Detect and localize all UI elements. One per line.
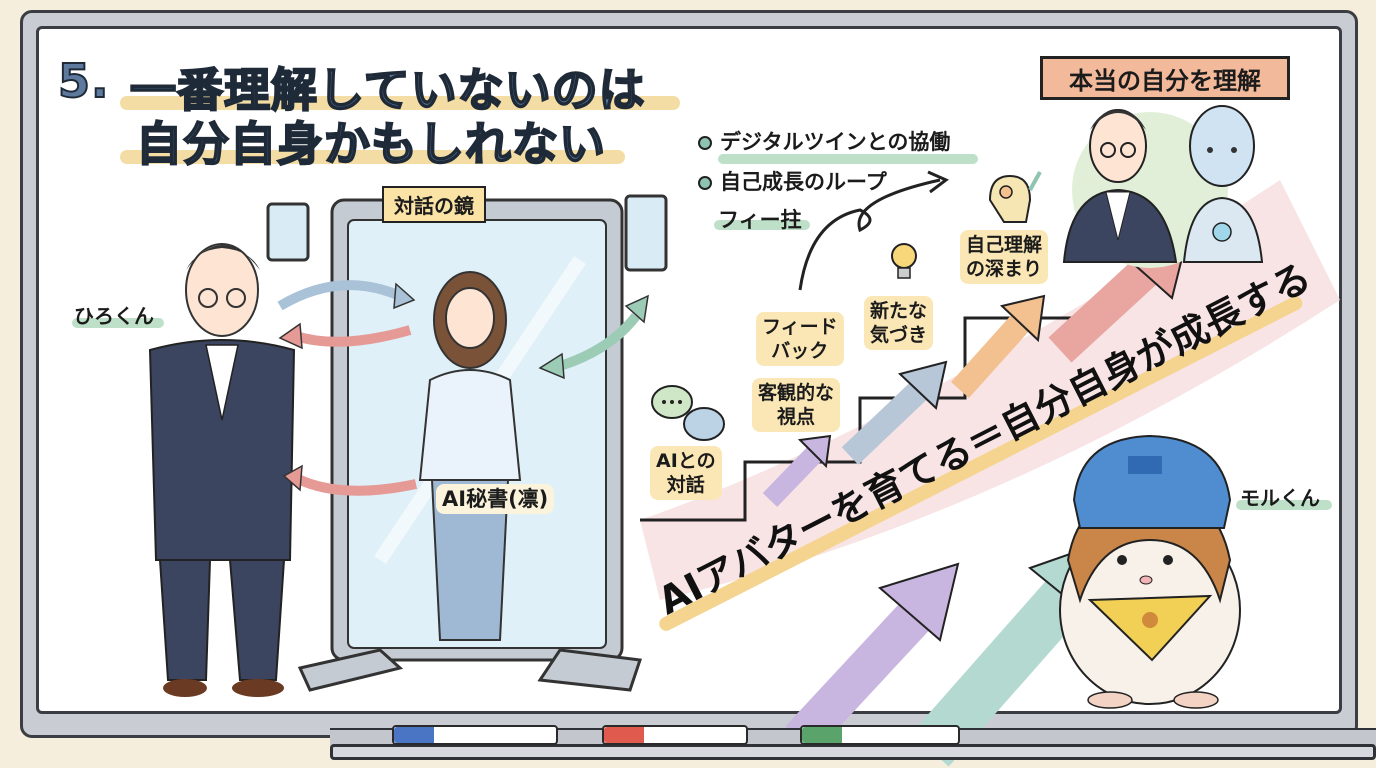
step-deeper-self-understanding: 自己理解 の深まり — [960, 230, 1049, 284]
bullet-1-highlight — [718, 154, 978, 164]
title-highlight-1 — [120, 96, 680, 110]
step-new-awareness: 新たな 気づき — [864, 296, 934, 350]
mascot-label: モルくん — [1240, 486, 1320, 510]
step-objective-view: 客観的な 視点 — [752, 378, 841, 432]
lightbulb-icon — [891, 243, 917, 279]
step-feedback: フィード バック — [756, 312, 844, 366]
person-label: ひろくん — [74, 304, 154, 328]
bullet-dot-icon — [698, 176, 712, 190]
person-label-highlight — [72, 318, 164, 328]
red-marker[interactable] — [602, 725, 748, 745]
blue-marker-cap — [394, 727, 434, 743]
bullet-item: フィー拄 — [718, 208, 802, 232]
page-title-line2: 自分自身かもしれない — [135, 116, 606, 172]
bullet-dot-icon — [698, 136, 712, 150]
gear-head-icon — [988, 171, 1042, 223]
blue-marker[interactable] — [392, 725, 558, 745]
mirror-scene-illustration — [148, 194, 668, 697]
title-highlight-2 — [120, 150, 625, 164]
ai-secretary-label: AI秘書(凛) — [436, 484, 555, 514]
page-title-line1: 一番理解していないのは — [129, 62, 646, 118]
page-title-number: 5. — [57, 53, 110, 109]
mascot-guinea-pig — [1059, 434, 1241, 709]
marker-tray — [330, 744, 1376, 760]
bullet-3-highlight — [714, 220, 810, 230]
mirror-label: 対話の鏡 — [382, 186, 486, 223]
bullet-item: デジタルツインとの協働 — [698, 126, 950, 156]
chat-bubbles-icon — [651, 385, 725, 441]
green-marker[interactable] — [800, 725, 960, 745]
mascot-label-highlight — [1236, 500, 1332, 510]
banner-understand-self: 本当の自分を理解 — [1040, 56, 1290, 100]
red-marker-cap — [604, 727, 644, 743]
green-marker-cap — [802, 727, 842, 743]
bullet-item: 自己成長のループ — [698, 166, 887, 196]
step-ai-dialogue: AIとの 対話 — [650, 446, 722, 500]
